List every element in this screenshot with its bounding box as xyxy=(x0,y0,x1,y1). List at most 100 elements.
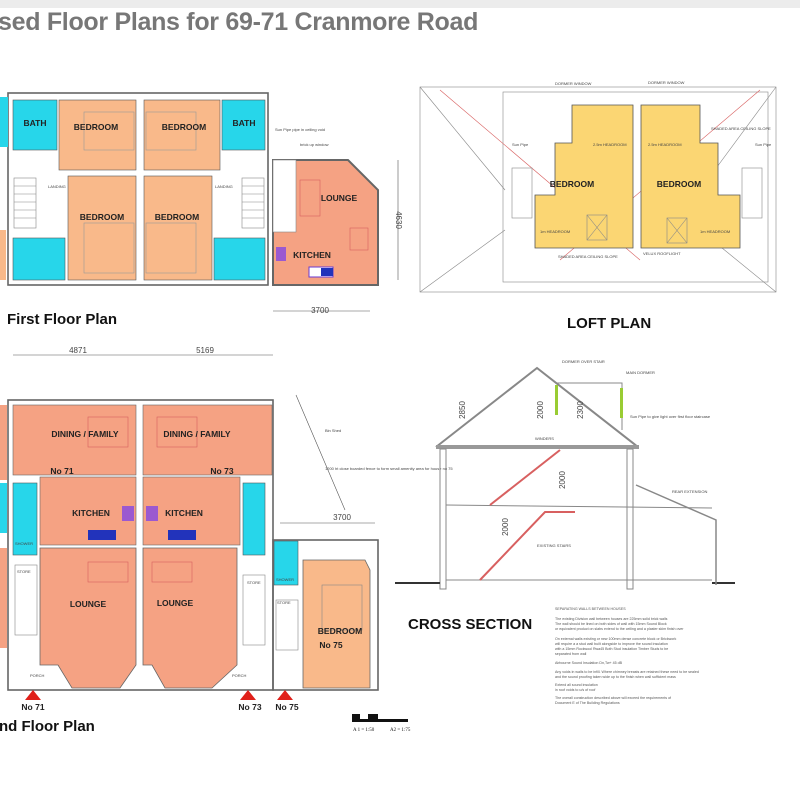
note-line: Any voids in walls to be infill. Where c… xyxy=(555,670,699,674)
dining-family-73 xyxy=(142,404,273,476)
scale-a1: A 1 = 1:50 xyxy=(353,728,375,733)
page-title: sed Floor Plans for 69-71 Cranmore Road xyxy=(0,8,479,36)
roof-inner xyxy=(502,91,769,283)
note-line: The wall should be lined on both sides o… xyxy=(555,622,667,626)
dim-5169: 5169 xyxy=(196,346,214,355)
porch-label: PORCH xyxy=(30,673,45,678)
sun-pipe-note: Sun Pipe to give light over first floor … xyxy=(630,414,711,419)
bedroom-75 xyxy=(302,559,371,689)
entrance-marker-71 xyxy=(25,690,41,700)
headroom-label: 2.5m HEADROOM xyxy=(648,142,682,147)
dim-4630: 4630 xyxy=(394,211,403,229)
dim-2300: 2300 xyxy=(576,401,585,419)
notes-heading: SEPARATING WALLS BETWEEN HOUSES xyxy=(555,607,626,611)
house-number-label: No 73 xyxy=(210,466,233,476)
room-label-kitchen: KITCHEN xyxy=(293,250,331,260)
dim-2000: 2000 xyxy=(501,518,510,536)
store-label: STORE xyxy=(17,569,31,574)
dining-table xyxy=(156,416,198,448)
sun-pipe-label: Sun Pipe xyxy=(512,142,529,147)
sofa xyxy=(151,561,193,583)
first-floor-plan: BATH BATH BEDROOM BEDROOM BEDROOM BEDROO… xyxy=(0,92,403,328)
headroom-label: 1m HEADROOM xyxy=(540,229,570,234)
stairs-right xyxy=(241,177,265,229)
store-label: STORE xyxy=(247,580,261,585)
loft-bedroom-left xyxy=(534,104,634,249)
stairs-71 xyxy=(14,564,38,636)
note-line: The overall construction described above… xyxy=(555,696,671,700)
velux-cross xyxy=(666,217,688,244)
room-label-landing: LANDING xyxy=(48,184,66,189)
scale-segment xyxy=(352,719,408,722)
loft-stairs-left xyxy=(511,167,533,219)
sink-71 xyxy=(88,530,116,540)
note-line: Airbourne Sound Insulation Dn,Tw+ 45 dB xyxy=(555,661,623,665)
bedroom-4 xyxy=(143,175,213,281)
shower-75 xyxy=(273,540,299,586)
stairs-75 xyxy=(275,599,299,651)
stairs-left xyxy=(13,177,37,229)
note-line: separated from wall xyxy=(555,652,587,656)
armchair xyxy=(349,227,369,251)
note-line: and the sound proofing taken wide up to … xyxy=(555,675,676,679)
ensuite-right xyxy=(213,237,266,281)
note-sun-pipe: Sun Pipe pipe in ceiling void xyxy=(275,127,325,132)
hob-71 xyxy=(122,506,134,521)
dim-4871: 4871 xyxy=(69,346,87,355)
sink-bowl xyxy=(321,268,333,276)
room-label-bedroom: BEDROOM xyxy=(657,179,701,189)
top-bar xyxy=(0,0,800,8)
room-label-bedroom: BEDROOM xyxy=(74,122,118,132)
scale-a2: A2 = 1:75 xyxy=(390,728,411,733)
ground-floor-title: nd Floor Plan xyxy=(0,718,95,735)
entrance-marker-73 xyxy=(240,690,256,700)
house-number-label: No 75 xyxy=(319,640,342,650)
wall-rear xyxy=(626,448,634,590)
note-line: Extend all sound insulation xyxy=(555,683,598,687)
scale-segment xyxy=(352,714,360,719)
cross-section: 2850 2000 2300 2000 2000 DORMER OVER STA… xyxy=(395,359,735,633)
partial-bath xyxy=(0,97,8,147)
dim-2850: 2850 xyxy=(458,401,467,419)
bed xyxy=(321,584,363,631)
new-stairs xyxy=(489,449,561,506)
velux-label: VELUX ROOFLIGHT xyxy=(643,251,681,256)
shower-73 xyxy=(242,482,266,556)
rear-extension-roof xyxy=(635,484,717,585)
dormer-stair-label: DORMER OVER STAIR xyxy=(562,359,605,364)
shower-label: SHOWER xyxy=(276,577,294,582)
room-label-bedroom: BEDROOM xyxy=(550,179,594,189)
loft-floor xyxy=(436,445,639,449)
bath-left xyxy=(12,99,58,151)
stairs-73 xyxy=(242,574,266,646)
note-line: with a 15mm Rockwool Rwa45 Both Stud ins… xyxy=(555,647,668,651)
dormer-window-label: DORMER WINDOW xyxy=(555,81,592,86)
velux-left xyxy=(586,214,608,241)
porch-label: PORCH xyxy=(232,673,247,678)
winders-label: WINDERS xyxy=(535,436,554,441)
room-label-bedroom: BEDROOM xyxy=(162,122,206,132)
partial-room xyxy=(0,405,7,480)
scale-segment xyxy=(368,714,378,719)
entrance-marker-75 xyxy=(277,690,293,700)
headroom-label: 1m HEADROOM xyxy=(700,229,730,234)
loft-plan: BEDROOM BEDROOM DORMER WINDOW DORMER WIN… xyxy=(419,80,777,332)
first-floor-title: First Floor Plan xyxy=(7,311,117,328)
room-label-bath: BATH xyxy=(233,118,256,128)
partial-lounge xyxy=(0,548,7,648)
headroom-label: 2.5m HEADROOM xyxy=(593,142,627,147)
room-label-lounge: LOUNGE xyxy=(321,193,358,203)
partial-shower xyxy=(0,483,7,533)
room-label-bath: BATH xyxy=(24,118,47,128)
hob xyxy=(276,247,286,261)
construction-notes: SEPARATING WALLS BETWEEN HOUSES The exis… xyxy=(555,607,699,705)
hip-line xyxy=(419,86,506,191)
lounge-kitchen xyxy=(272,159,379,286)
velux-cross xyxy=(586,214,608,241)
room-label-landing: LANDING xyxy=(215,184,233,189)
house-number-label: No 71 xyxy=(50,466,73,476)
room-label-bedroom: BEDROOM xyxy=(318,626,362,636)
bin-shed-note: Bin Shed xyxy=(325,428,341,433)
dim-3700: 3700 xyxy=(311,306,329,315)
